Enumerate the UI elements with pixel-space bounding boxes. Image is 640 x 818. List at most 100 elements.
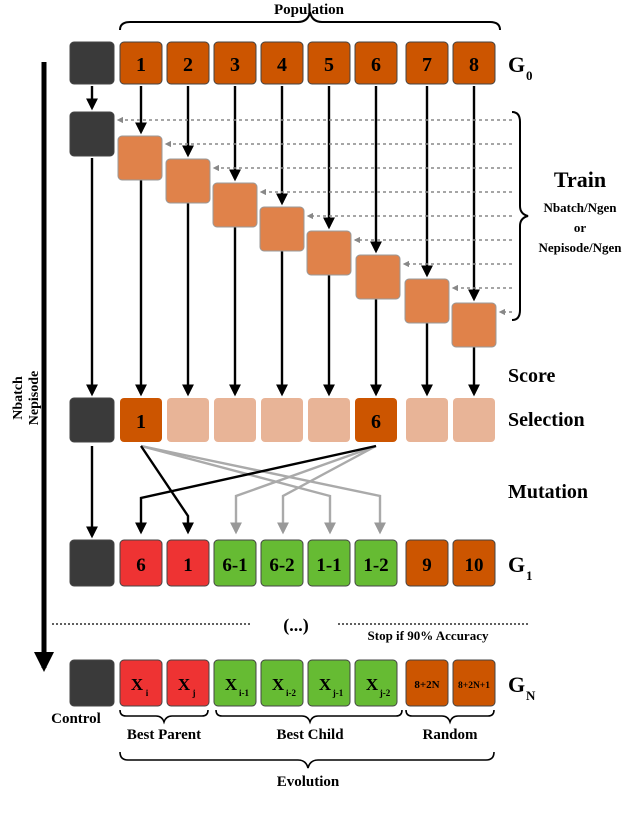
selection-cell-8 xyxy=(453,398,495,442)
train-sublabel-2: or xyxy=(574,220,587,235)
mutation-arrow-1-to-1-1 xyxy=(140,444,336,535)
selection-cell-6 xyxy=(355,398,397,442)
g1-cell-4 xyxy=(260,539,304,587)
mutation-arrow-6-to-6-1 xyxy=(230,444,377,535)
svg-text:G: G xyxy=(508,552,525,577)
population-cell-4 xyxy=(260,41,304,85)
selection-cell-5 xyxy=(308,398,350,442)
evolution-label: Evolution xyxy=(277,774,340,790)
gn-cell-7 xyxy=(405,659,449,707)
selection-cell-2 xyxy=(167,398,209,442)
training-box-8 xyxy=(451,302,497,348)
svg-text:1: 1 xyxy=(526,568,533,583)
control-box-train xyxy=(69,111,115,157)
population-cell-1 xyxy=(119,41,163,85)
best-child-label: Best Child xyxy=(276,727,344,743)
evolution-brace xyxy=(119,751,495,769)
control-box-selection xyxy=(69,397,115,443)
g1-cell-label-1: 6 xyxy=(136,555,146,576)
population-cell-label-7: 7 xyxy=(422,54,432,76)
population-cell-label-6: 6 xyxy=(371,54,381,76)
random-brace xyxy=(405,709,495,725)
g1-cell-label-5: 1-1 xyxy=(316,555,341,576)
ellipsis-label: (...) xyxy=(283,615,309,636)
training-box-4 xyxy=(259,206,305,252)
gn-cell-2 xyxy=(166,659,210,707)
gn-cell-sublabel-6: j-2 xyxy=(379,688,391,698)
population-cell-label-3: 3 xyxy=(230,54,240,76)
selection-cell-4 xyxy=(261,398,303,442)
g1-cell-label-6: 1-2 xyxy=(363,555,388,576)
gn-cell-sublabel-1: i xyxy=(146,688,149,698)
train-brace xyxy=(511,111,529,321)
g1-cell-label-3: 6-1 xyxy=(222,555,247,576)
population-cell-label-8: 8 xyxy=(469,54,479,76)
mutation-label: Mutation xyxy=(508,481,588,503)
svg-text:N: N xyxy=(526,688,536,703)
mutation-arrow-1-to-best-parent xyxy=(140,445,194,535)
g0-label: G 0 xyxy=(508,52,533,83)
vertical-label-nepisode: Nepisode xyxy=(27,371,42,425)
g1-cell-2 xyxy=(166,539,210,587)
control-box-g1 xyxy=(69,539,115,587)
g1-cell-7 xyxy=(405,539,449,587)
population-cell-label-5: 5 xyxy=(324,54,334,76)
selection-cell-7 xyxy=(406,398,448,442)
g1-cell-label-4: 6-2 xyxy=(269,555,294,576)
gn-cell-label-7: 8+2N xyxy=(414,679,439,691)
population-cell-label-1: 1 xyxy=(136,54,146,76)
selection-cell-label-1: 1 xyxy=(136,411,146,433)
gn-cell-label-1: X xyxy=(131,675,144,694)
control-box-g0 xyxy=(69,41,115,85)
gn-cell-sublabel-2: j xyxy=(192,688,196,698)
gn-cell-label-6: X xyxy=(366,675,379,694)
selection-cell-1 xyxy=(120,398,162,442)
gn-cell-label-4: X xyxy=(272,675,285,694)
training-box-2 xyxy=(165,158,211,204)
best-child-brace xyxy=(215,709,403,725)
g1-cell-1 xyxy=(119,539,163,587)
train-sublabel-1: Nbatch/Ngen xyxy=(544,200,618,215)
svg-text:G: G xyxy=(508,672,525,697)
selection-cell-label-6: 6 xyxy=(371,411,381,433)
gn-cell-8 xyxy=(452,659,496,707)
stop-label: Stop if 90% Accuracy xyxy=(368,628,489,643)
g1-cell-6 xyxy=(354,539,398,587)
gn-cell-label-5: X xyxy=(319,675,332,694)
population-cell-3 xyxy=(213,41,257,85)
gn-cell-sublabel-5: j-1 xyxy=(332,688,344,698)
train-label: Train xyxy=(554,167,606,192)
mutation-arrow-1-to-1-2 xyxy=(140,444,386,535)
g1-label: G 1 xyxy=(508,552,533,583)
training-box-7 xyxy=(404,278,450,324)
gn-label: G N xyxy=(508,672,536,703)
population-cell-5 xyxy=(307,41,351,85)
gn-cell-label-8: 8+2N+1 xyxy=(458,681,490,691)
population-label: Population xyxy=(274,2,345,18)
random-label: Random xyxy=(422,727,478,743)
g1-cell-label-7: 9 xyxy=(422,555,432,576)
gn-cell-5 xyxy=(307,659,351,707)
control-box-gn xyxy=(69,659,115,707)
best-parent-label: Best Parent xyxy=(127,727,201,743)
training-box-5 xyxy=(306,230,352,276)
mutation-arrow-6-to-best-parent xyxy=(135,444,377,535)
gn-cell-label-3: X xyxy=(225,675,238,694)
g1-cell-label-2: 1 xyxy=(183,555,193,576)
population-cell-label-4: 4 xyxy=(277,54,287,76)
gn-cell-sublabel-3: i-1 xyxy=(239,688,249,698)
train-sublabel-3: Nepisode/Ngen xyxy=(538,240,622,255)
svg-text:0: 0 xyxy=(526,68,533,83)
g1-cell-label-8: 10 xyxy=(465,555,484,576)
gn-cell-label-2: X xyxy=(178,675,191,694)
g1-cell-5 xyxy=(307,539,351,587)
training-box-6 xyxy=(355,254,401,300)
population-cell-label-2: 2 xyxy=(183,54,193,76)
control-label: Control xyxy=(51,711,101,727)
training-box-3 xyxy=(212,182,258,228)
g1-cell-8 xyxy=(452,539,496,587)
population-cell-7 xyxy=(405,41,449,85)
selection-cell-3 xyxy=(214,398,256,442)
population-brace xyxy=(119,11,501,31)
